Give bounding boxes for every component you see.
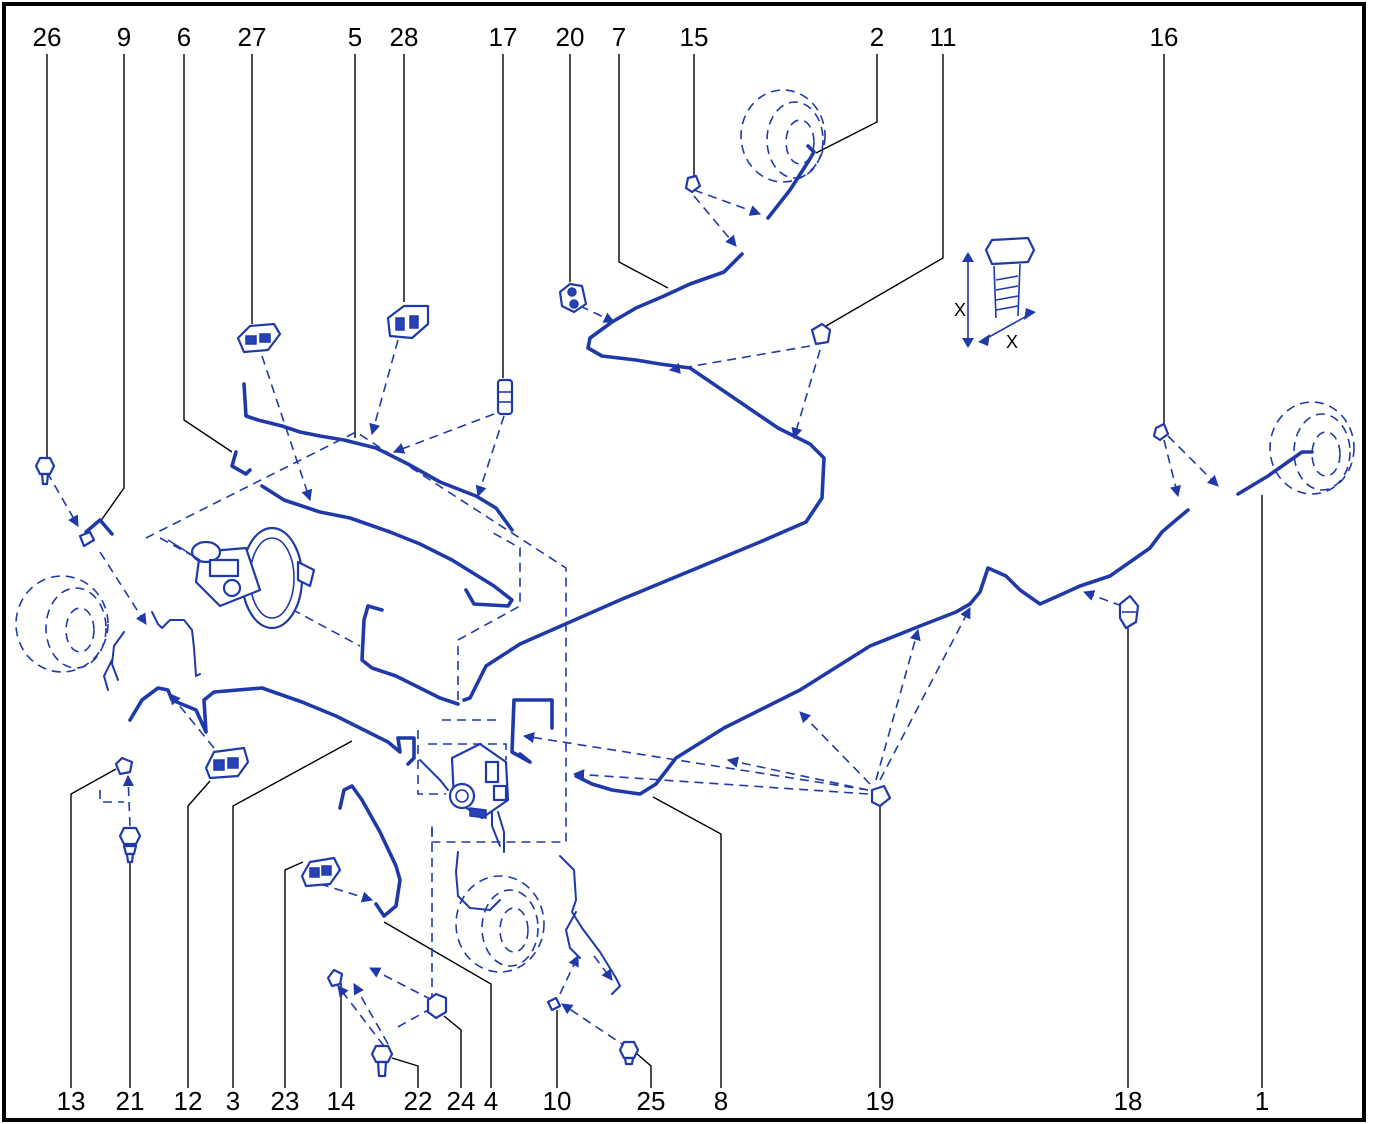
abs-pipe-a: [491, 805, 501, 847]
pipe-7: [462, 252, 826, 702]
bolt-26-icon: [34, 456, 56, 486]
callout-11: 11: [930, 22, 957, 52]
bolt-22-icon: [370, 1044, 394, 1078]
callout-8: 8: [714, 1086, 728, 1116]
callout-12: 12: [174, 1086, 203, 1116]
clip-11-icon: [810, 322, 832, 346]
clip-12-icon: [204, 746, 250, 780]
callout-5: 5: [348, 22, 362, 52]
callout-17: 17: [489, 22, 518, 52]
pipe-5: [242, 382, 514, 532]
cap-24-icon: [426, 992, 448, 1020]
callout-26: 26: [33, 22, 62, 52]
callout-13: 13: [57, 1086, 86, 1116]
clip-14-icon: [326, 968, 344, 988]
callout-15: 15: [680, 22, 709, 52]
callout-7: 7: [612, 22, 626, 52]
diagram-border: [2, 2, 1366, 1122]
wheel-front-left: [15, 575, 109, 673]
vehicle-outline: [99, 431, 567, 1029]
callouts-bottom: 13 21 12 3 23 14 22 24 4 10 25 8 19 18 1: [57, 1086, 1270, 1116]
callout-3: 3: [226, 1086, 240, 1116]
hose-front-right-c: [565, 911, 581, 959]
pipe-3: [128, 686, 416, 766]
pipe-9: [84, 518, 114, 536]
pipe-5-mid: [260, 484, 514, 608]
hose-front-left-b: [111, 631, 125, 681]
pipe-abs-left: [360, 604, 460, 706]
leader-lines: [46, 54, 1263, 1088]
bolt-21-icon: [118, 826, 142, 864]
wheel-rear-right: [1269, 401, 1355, 495]
pipe-8: [574, 508, 1190, 796]
assembly-arrows: [46, 189, 1219, 1049]
hose-front-left-c: [103, 659, 113, 691]
bolt-tightening-inset: X X: [954, 236, 1036, 352]
pipe-6: [230, 450, 252, 476]
callout-10: 10: [543, 1086, 572, 1116]
wheel-front-right: [455, 875, 545, 973]
bolt-25-icon: [618, 1040, 640, 1066]
callout-19: 19: [866, 1086, 895, 1116]
callout-14: 14: [327, 1086, 356, 1116]
clip-15-icon: [684, 174, 702, 194]
clip-20-icon: [558, 282, 588, 314]
hose-front-right: [559, 855, 621, 995]
clip-17-icon: [496, 378, 514, 416]
callout-2: 2: [870, 22, 884, 52]
callout-6: 6: [177, 22, 191, 52]
callout-28: 28: [390, 22, 419, 52]
clip-18-icon: [1118, 594, 1140, 630]
pipe-abs-right: [510, 698, 554, 764]
clip-16-icon: [1152, 422, 1170, 442]
callout-27: 27: [238, 22, 267, 52]
fitting-9-icon: [78, 530, 96, 548]
callout-18: 18: [1114, 1086, 1143, 1116]
abs-pipe-b: [497, 811, 505, 853]
clip-28-icon: [386, 304, 430, 340]
callout-4: 4: [484, 1086, 498, 1116]
callout-24: 24: [447, 1086, 476, 1116]
callout-16: 16: [1150, 22, 1179, 52]
abs-hydraulic-unit: [448, 742, 510, 820]
callout-22: 22: [404, 1086, 433, 1116]
hose-front-right-b: [455, 851, 501, 911]
callout-25: 25: [637, 1086, 666, 1116]
clip-13-icon: [114, 756, 134, 776]
pipe-4: [338, 784, 402, 918]
dimension-label-x-diagonal: X: [1006, 332, 1018, 352]
clip-27-icon: [236, 322, 282, 354]
pipe-1: [1236, 450, 1314, 496]
clip-23-icon: [300, 856, 342, 888]
fitting-10-icon: [546, 996, 562, 1012]
callout-9: 9: [117, 22, 131, 52]
wheel-rear-left: [740, 89, 826, 183]
brake-servo-master-cylinder: [167, 526, 316, 630]
clip-19-icon: [870, 784, 892, 808]
dimension-label-x-vertical: X: [954, 300, 966, 320]
callout-1: 1: [1255, 1086, 1269, 1116]
brake-pipes: [84, 144, 1314, 995]
callout-21: 21: [116, 1086, 145, 1116]
abs-pipe-c: [419, 759, 449, 791]
callout-23: 23: [271, 1086, 300, 1116]
callout-20: 20: [556, 22, 585, 52]
pipe-2: [766, 144, 816, 220]
hose-front-left: [151, 611, 201, 677]
callouts-top: 26 9 6 27 5 28 17 20 7 15 2 11 16: [33, 22, 1179, 52]
